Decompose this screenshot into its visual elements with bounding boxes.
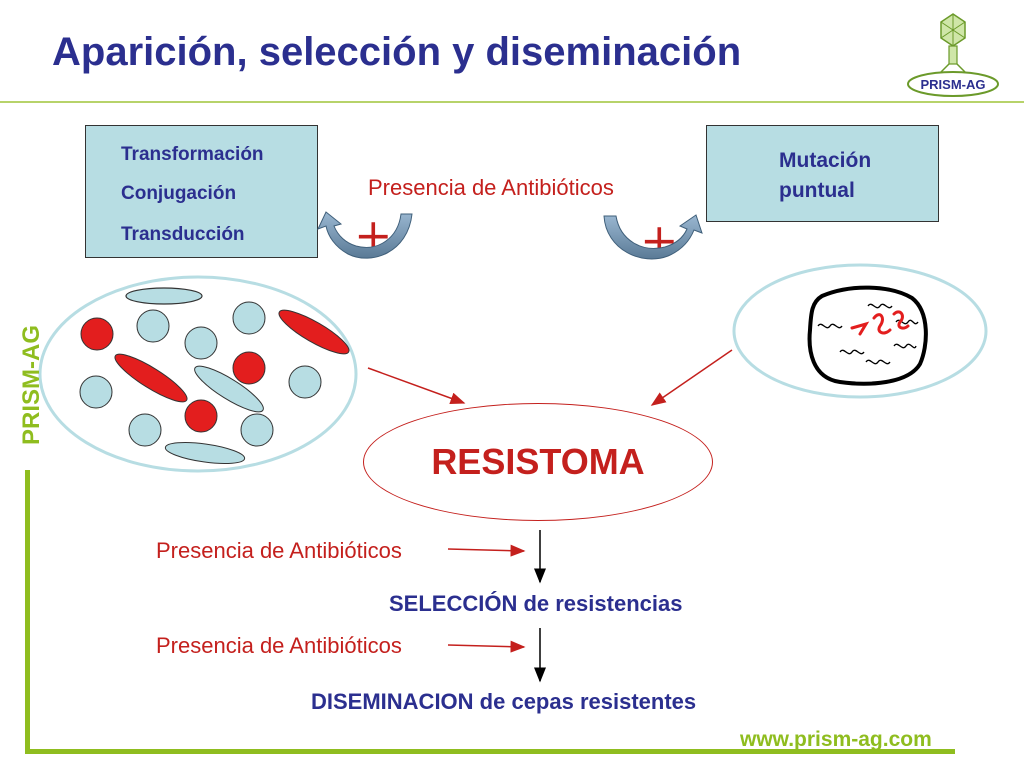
- mutant-cell-ellipse: [732, 263, 988, 399]
- item-conjugacion: Conjugación: [121, 183, 237, 204]
- page-title: Aparición, selección y diseminación: [52, 30, 742, 74]
- arrow-population-to-resistoma: [367, 367, 466, 405]
- prism-logo: PRISM-AG: [905, 8, 1000, 98]
- mutation-label: Mutación puntual: [779, 149, 872, 202]
- arrow-mutant-to-resistoma: [650, 349, 733, 406]
- resistoma-node: RESISTOMA: [363, 403, 713, 521]
- curved-arrow-left: [317, 211, 413, 259]
- resistoma-label: RESISTOMA: [431, 441, 645, 482]
- side-frame-horizontal: [25, 749, 955, 754]
- transfer-mechanisms-box: Transformación Conjugación Transducción: [85, 125, 318, 258]
- logo-text: PRISM-AG: [921, 77, 986, 92]
- presence-top-label: Presencia de Antibióticos: [368, 175, 614, 200]
- mutation-box: Mutación puntual: [706, 125, 939, 222]
- item-transduccion: Transducción: [121, 224, 245, 245]
- side-frame-vertical: [25, 470, 30, 752]
- presence-mid-label: Presencia de Antibióticos: [156, 538, 402, 563]
- logo-graphic: PRISM-AG: [907, 13, 999, 97]
- arrow-presence-mid: [447, 544, 526, 557]
- arrow-presence-bottom: [447, 640, 526, 653]
- side-brand: PRISM-AG: [14, 310, 50, 460]
- header-rule: [0, 101, 1024, 103]
- dissemination-label: DISEMINACION de cepas resistentes: [311, 689, 697, 714]
- item-transformacion: Transformación: [121, 144, 264, 165]
- selection-label: SELECCIÓN de resistencias: [389, 591, 683, 616]
- bacteria-cells: [79, 287, 350, 465]
- side-brand-label: PRISM-AG: [18, 325, 45, 445]
- mutated-dna: [850, 310, 910, 336]
- cell-membrane: [807, 285, 928, 386]
- website-link[interactable]: www.prism-ag.com: [740, 728, 932, 751]
- curved-arrow-right: [603, 214, 703, 260]
- presence-bottom-label: Presencia de Antibióticos: [156, 633, 402, 658]
